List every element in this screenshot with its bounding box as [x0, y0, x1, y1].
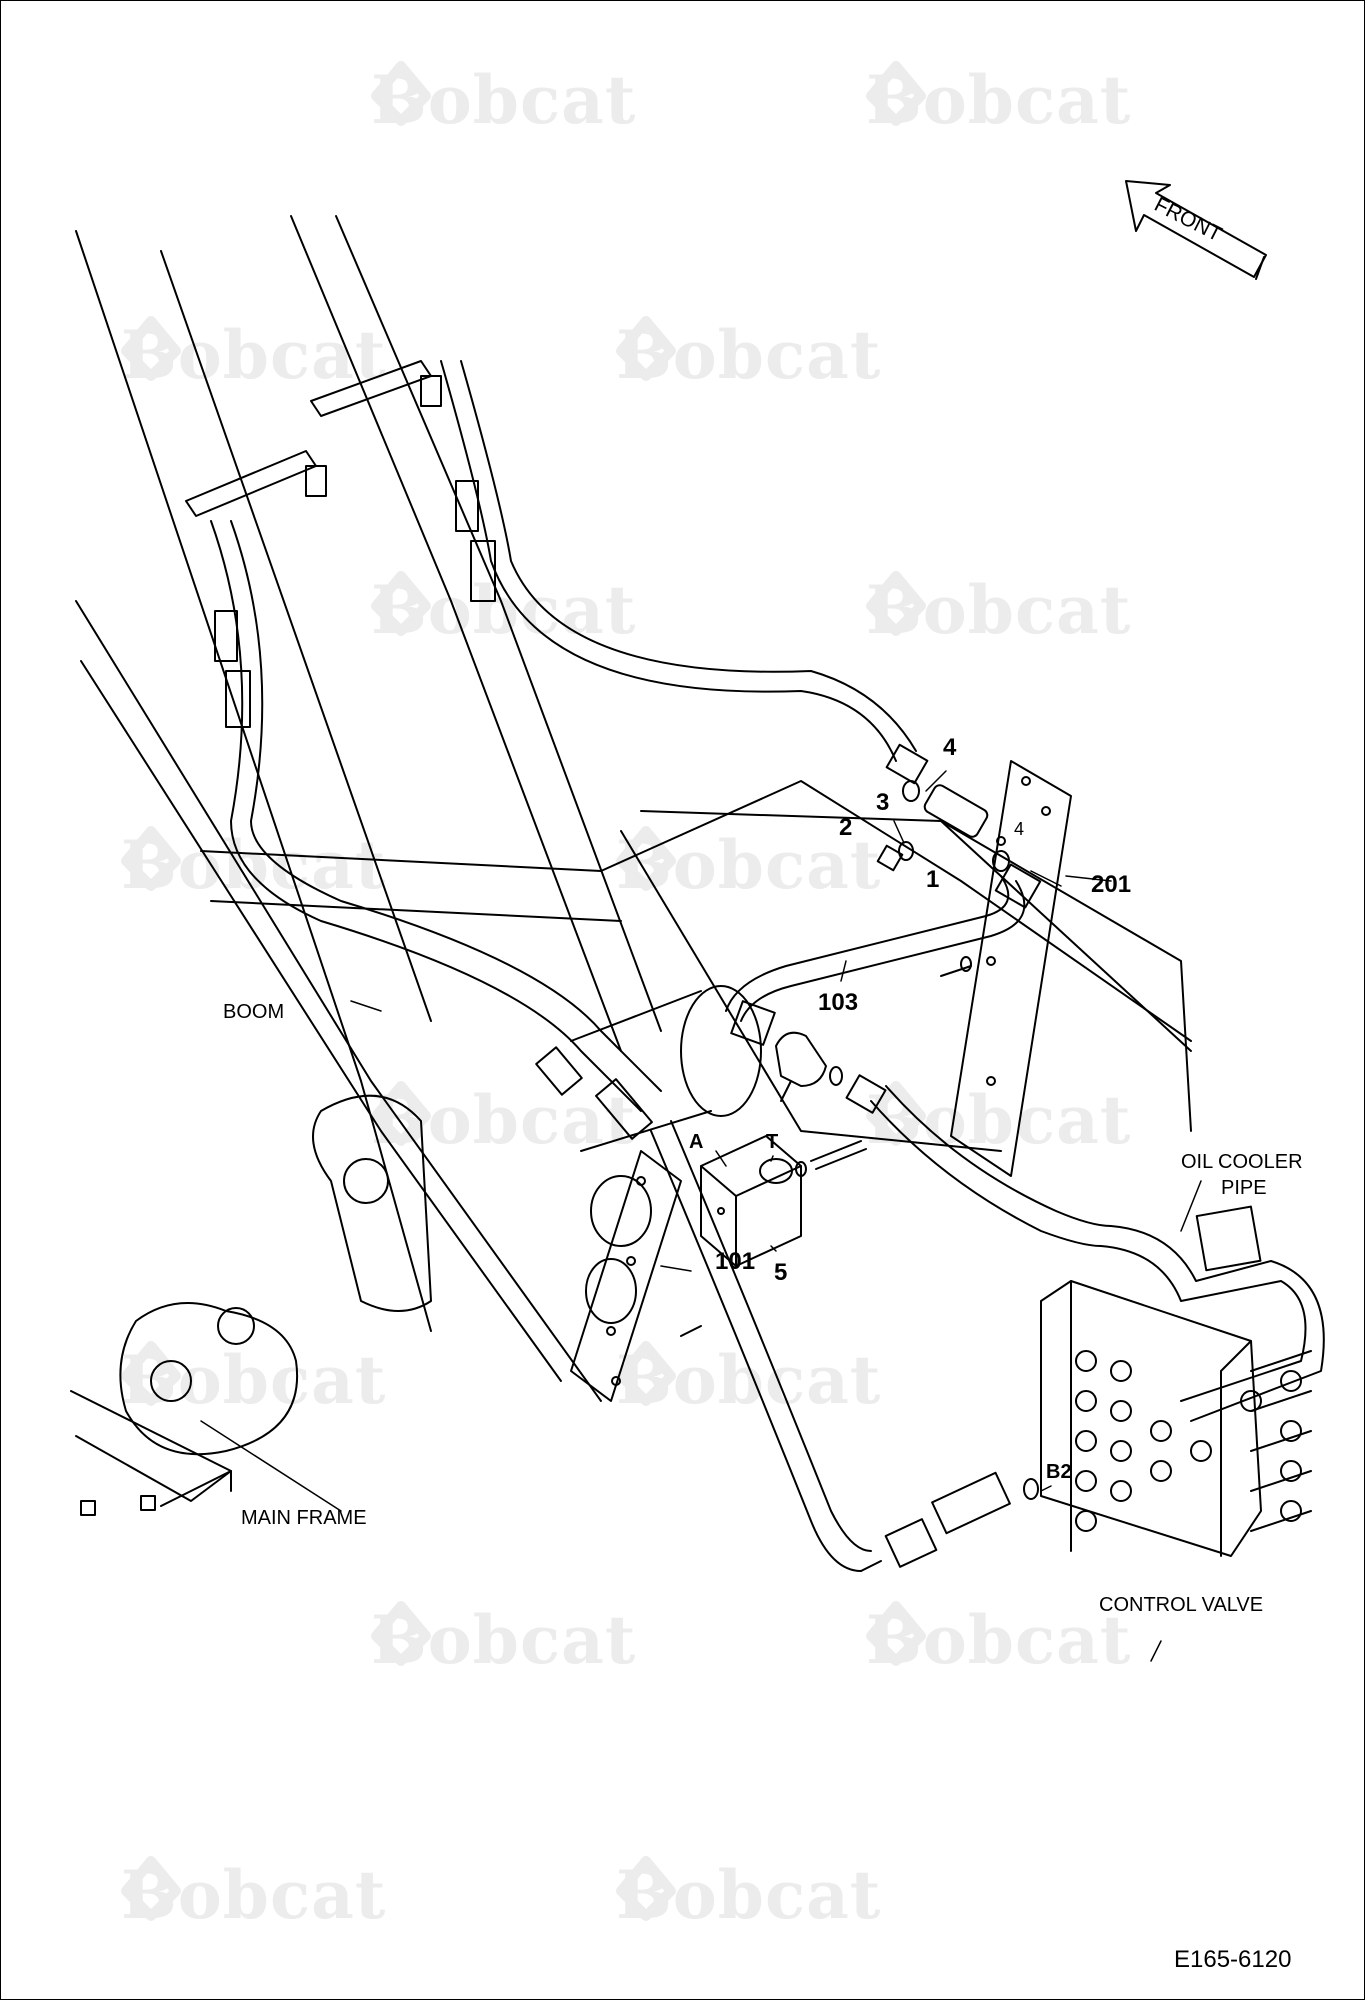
callout-part-201: 201 [1091, 871, 1132, 898]
left-hose [210, 520, 662, 1140]
manifold-201 [950, 760, 1072, 1177]
callout-part-1: 1 [926, 866, 940, 893]
fitting-1 [902, 780, 1010, 872]
callout-part-4: 4 [943, 734, 957, 761]
oil-cooler-label-line1: OIL COOLER [1181, 1151, 1303, 1173]
upper-hose [440, 360, 929, 785]
port-t-label: T [766, 1131, 779, 1153]
front-arrow-icon [1125, 180, 1267, 280]
oil-cooler-label-line2: PIPE [1221, 1177, 1267, 1199]
b2-hose [650, 1120, 1039, 1572]
tube-103 [725, 863, 1042, 1046]
port-b2-label: B2 [1046, 1461, 1072, 1483]
bolts [680, 956, 972, 1337]
callout-part-101: 101 [715, 1248, 756, 1275]
control-valve [1040, 1280, 1312, 1557]
boom-label: BOOM [223, 1001, 285, 1023]
callout-part-2: 2 [839, 814, 853, 841]
callout-part-5: 5 [774, 1259, 788, 1286]
control-valve-label: CONTROL VALVE [1099, 1594, 1264, 1616]
leader-lines [200, 770, 1202, 1662]
bobcat-logo-icons [121, 61, 926, 1921]
callout-part-3: 3 [876, 789, 890, 816]
callout-part-4-lower: 4 [1014, 819, 1025, 839]
elbow-fitting [775, 1031, 887, 1114]
boom-pivot [119, 1094, 432, 1456]
main-frame [70, 1390, 232, 1516]
callout-part-103: 103 [818, 989, 859, 1016]
block-5 [700, 1135, 802, 1267]
port-a-label: A [689, 1131, 704, 1153]
oil-cooler-pipe [1100, 1205, 1325, 1422]
base-cylinder [570, 985, 762, 1324]
drawing-number: E165-6120 [1174, 1946, 1292, 1973]
hose-clamps [185, 360, 442, 517]
bolt-2 [876, 841, 914, 872]
boom-outline [75, 215, 1192, 1402]
return-hose [870, 1085, 1112, 1247]
main-frame-label: MAIN FRAME [241, 1507, 367, 1529]
